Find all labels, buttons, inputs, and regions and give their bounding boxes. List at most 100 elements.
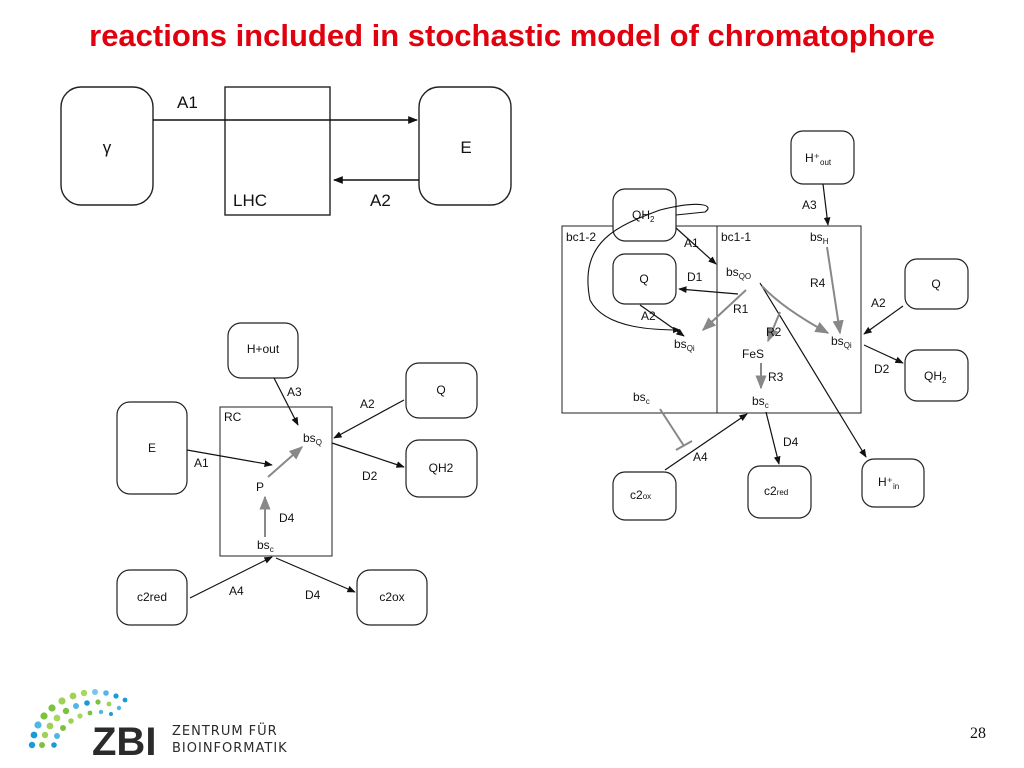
c2red-label-bc1: c2red	[764, 484, 788, 498]
bsc-label: bsc	[257, 538, 274, 554]
q-left-node	[612, 253, 677, 305]
r2-label: R2	[766, 325, 782, 339]
page-number: 28	[970, 725, 986, 742]
bsc-inhibition-line	[659, 408, 685, 447]
h-in-label: H⁺in	[878, 475, 899, 491]
d2-arrow	[331, 442, 405, 468]
a2-arrow-rc	[333, 399, 405, 439]
bsqo-to-bsqi-gray	[761, 285, 830, 334]
c2red-label: c2red	[137, 590, 167, 604]
a2-right-label: A2	[871, 296, 886, 310]
bsh-label: bsH	[810, 230, 829, 246]
c2red-node	[116, 569, 188, 626]
bc1-2-label: bc1-2	[566, 230, 596, 244]
a1-arrow-bc1	[675, 227, 717, 265]
q-label: Q	[436, 383, 445, 397]
bsqi-left-label: bsQi	[674, 337, 695, 353]
bsc-center-label: bsc	[752, 394, 769, 410]
qh2-node	[405, 439, 478, 498]
qh2-label: QH2	[429, 461, 454, 475]
fes-label: FeS	[742, 347, 764, 361]
q-node	[405, 362, 478, 419]
slide-title: reactions included in stochastic model o…	[89, 18, 935, 53]
r1-label: R1	[733, 302, 749, 316]
d2-label-bc1: D2	[874, 362, 890, 376]
e-label: E	[460, 138, 471, 157]
r4-label: R4	[810, 276, 826, 290]
a2-left-label: A2	[641, 309, 656, 323]
a2-right-arrow	[863, 305, 904, 335]
logo-dots	[28, 689, 128, 749]
d4-arrow-bc1	[765, 411, 781, 465]
r3-label: R3	[768, 370, 784, 384]
d1-arrow	[678, 286, 739, 295]
p-label: P	[256, 480, 264, 494]
e-label-rc: E	[148, 441, 156, 455]
a4-arrow-bc1	[664, 413, 748, 471]
d4-label-bc1: D4	[783, 435, 799, 449]
h-in-arrow	[759, 282, 867, 458]
bc1-1-box	[716, 225, 862, 414]
lhc-label: LHC	[233, 191, 267, 210]
a2-label-rc: A2	[360, 397, 375, 411]
lhc-diagram: γ LHC E A1 A2	[60, 86, 512, 216]
q-left-label: Q	[639, 272, 648, 286]
a3-label-bc1: A3	[802, 198, 817, 212]
qh2-right-node	[904, 349, 969, 402]
e-node-rc	[116, 401, 188, 495]
rc-diagram: H+out Q QH2 E c2red c2ox RC bsQ P bsc A3…	[116, 322, 478, 626]
gamma-node	[60, 86, 154, 206]
r2-arrow	[767, 311, 781, 343]
q-right-label: Q	[931, 277, 940, 291]
c2ox-node-bc1	[612, 471, 677, 521]
d2-label-rc: D2	[362, 469, 378, 483]
a4-label-bc1: A4	[693, 450, 708, 464]
a1-label-bc1: A1	[684, 236, 699, 250]
q-right-node	[904, 258, 969, 310]
a1-label: A1	[177, 93, 198, 112]
rc-box	[219, 406, 333, 557]
c2ox-label: c2ox	[379, 590, 404, 604]
a1-arrow-rc	[186, 449, 273, 467]
bsc-left-label: bsc	[633, 390, 650, 406]
zbi-logo-graphic: ZBI ZENTRUM FÜR BIOINFORMATIK	[28, 689, 287, 764]
r1-arrow	[701, 289, 747, 331]
bc1-1-label: bc1-1	[721, 230, 751, 244]
d4-inner-label: D4	[279, 511, 295, 525]
gamma-label: γ	[103, 138, 112, 157]
bsqo-label: bsQO	[726, 265, 751, 281]
logo-abbr: ZBI	[92, 720, 156, 763]
a1-label-rc: A1	[194, 456, 209, 470]
d2-arrow-bc1	[863, 344, 904, 364]
r4-arrow	[826, 246, 844, 335]
h-out-node-bc1	[790, 130, 855, 185]
bsqi-right-label: bsQi	[831, 334, 852, 350]
c2ox-node	[356, 569, 428, 626]
e-node	[418, 86, 512, 206]
a2-label: A2	[370, 191, 391, 210]
bsq-label: bsQ	[303, 431, 322, 447]
bsc-inhibition-bar	[675, 440, 693, 451]
a4-arrow-rc	[189, 556, 273, 599]
a4-label-rc: A4	[229, 584, 244, 598]
zbi-logo: ZBI ZENTRUM FÜR BIOINFORMATIK	[22, 683, 322, 764]
a2-left-arrow	[639, 304, 685, 337]
h-in-node	[861, 458, 925, 508]
h-out-node	[227, 322, 299, 379]
c2red-node-bc1	[747, 465, 812, 519]
bc1-diagram: bc1-2 bc1-1 H⁺out QH2 Q Q QH2 c2ox c2red…	[561, 130, 969, 521]
diagram-canvas: γ LHC E A1 A2 H+out Q QH2 E c2red c2ox R…	[60, 86, 969, 626]
qh2-top-label: QH2	[632, 208, 655, 224]
rc-box-label: RC	[224, 410, 242, 424]
d4-outer-arrow	[275, 557, 356, 593]
d4-outer-label: D4	[305, 588, 321, 602]
d1-label: D1	[687, 270, 703, 284]
h-out-label-bc1: H⁺out	[805, 151, 832, 167]
qh2-right-label: QH2	[924, 369, 947, 385]
a3-arrow-bc1	[822, 183, 831, 226]
lhc-box	[224, 86, 331, 216]
logo-line1: ZENTRUM FÜR	[172, 722, 278, 739]
h-out-label: H+out	[247, 342, 280, 356]
a3-arrow	[273, 377, 299, 426]
a3-label: A3	[287, 385, 302, 399]
